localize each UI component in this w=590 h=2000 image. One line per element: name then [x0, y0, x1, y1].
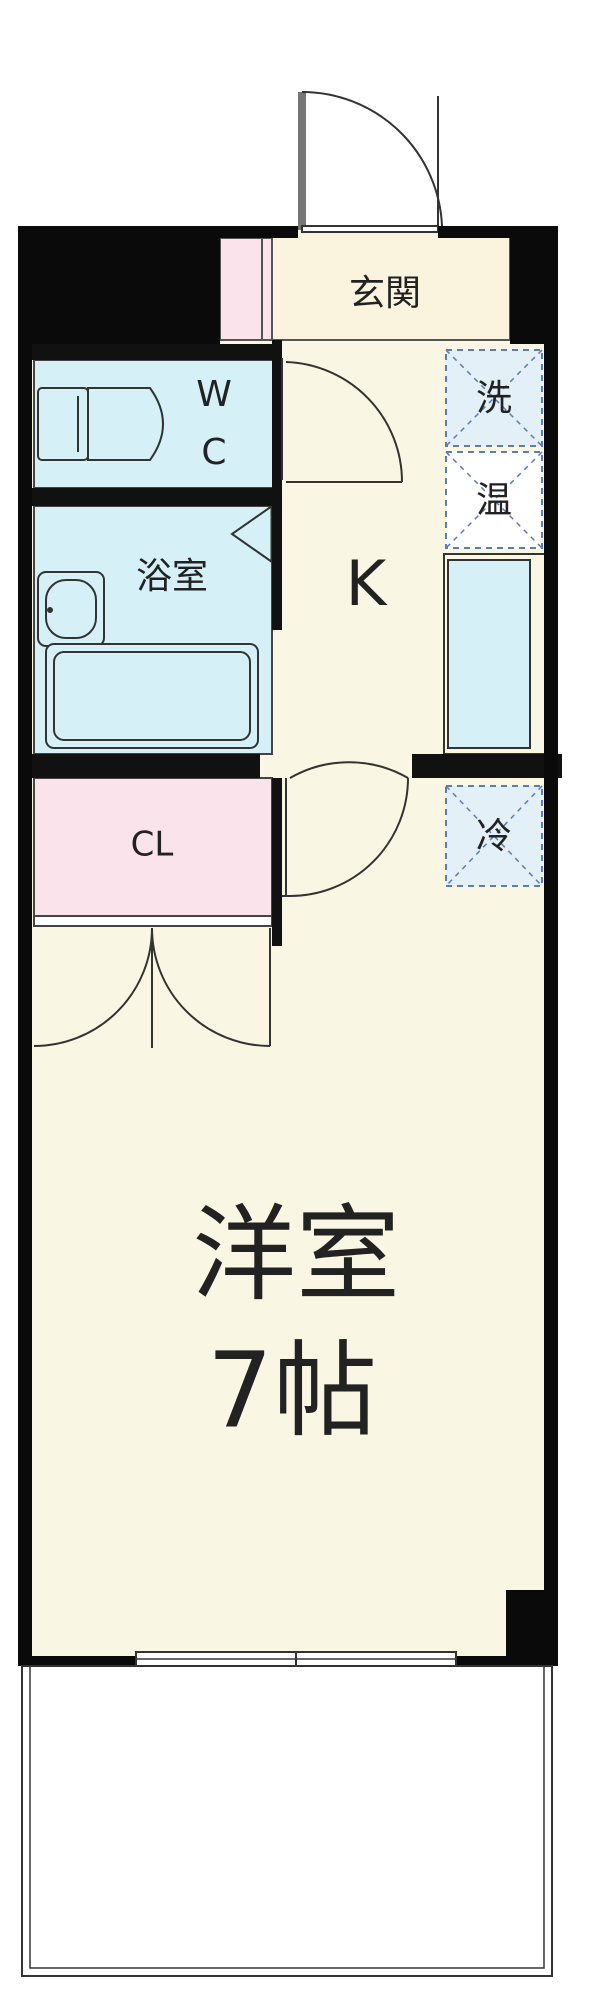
wc-label-w: W: [196, 374, 232, 415]
bathtub-icon: [45, 643, 259, 749]
interior-walls: [30, 340, 562, 946]
shoe-box: [219, 237, 273, 341]
kitchen-counter: [443, 553, 547, 755]
entrance-area: [271, 227, 511, 341]
washer-label: 洗: [476, 378, 512, 419]
wc-label-c: C: [201, 432, 226, 473]
bath-label: 浴室: [136, 556, 208, 597]
closet-label: CL: [131, 825, 174, 865]
exterior-walls: [18, 226, 558, 1666]
kitchen-door-icon: [281, 358, 403, 483]
closet-door-icon: [33, 927, 271, 1048]
kitchen-label: K: [346, 547, 388, 620]
entry-door-icon: [298, 90, 443, 233]
sink-icon: [37, 571, 105, 647]
balcony-window-icon: [135, 1651, 457, 1667]
entrance-label: 玄関: [349, 273, 421, 314]
toilet-icon: [37, 387, 164, 461]
main-room-size: 7帖: [207, 1329, 377, 1451]
room-door-icon: [282, 761, 409, 897]
main-room-name: 洋室: [192, 1193, 400, 1315]
balcony: [21, 1665, 553, 1977]
water-heater-label: 温: [476, 480, 512, 521]
fridge-label: 冷: [476, 816, 512, 857]
